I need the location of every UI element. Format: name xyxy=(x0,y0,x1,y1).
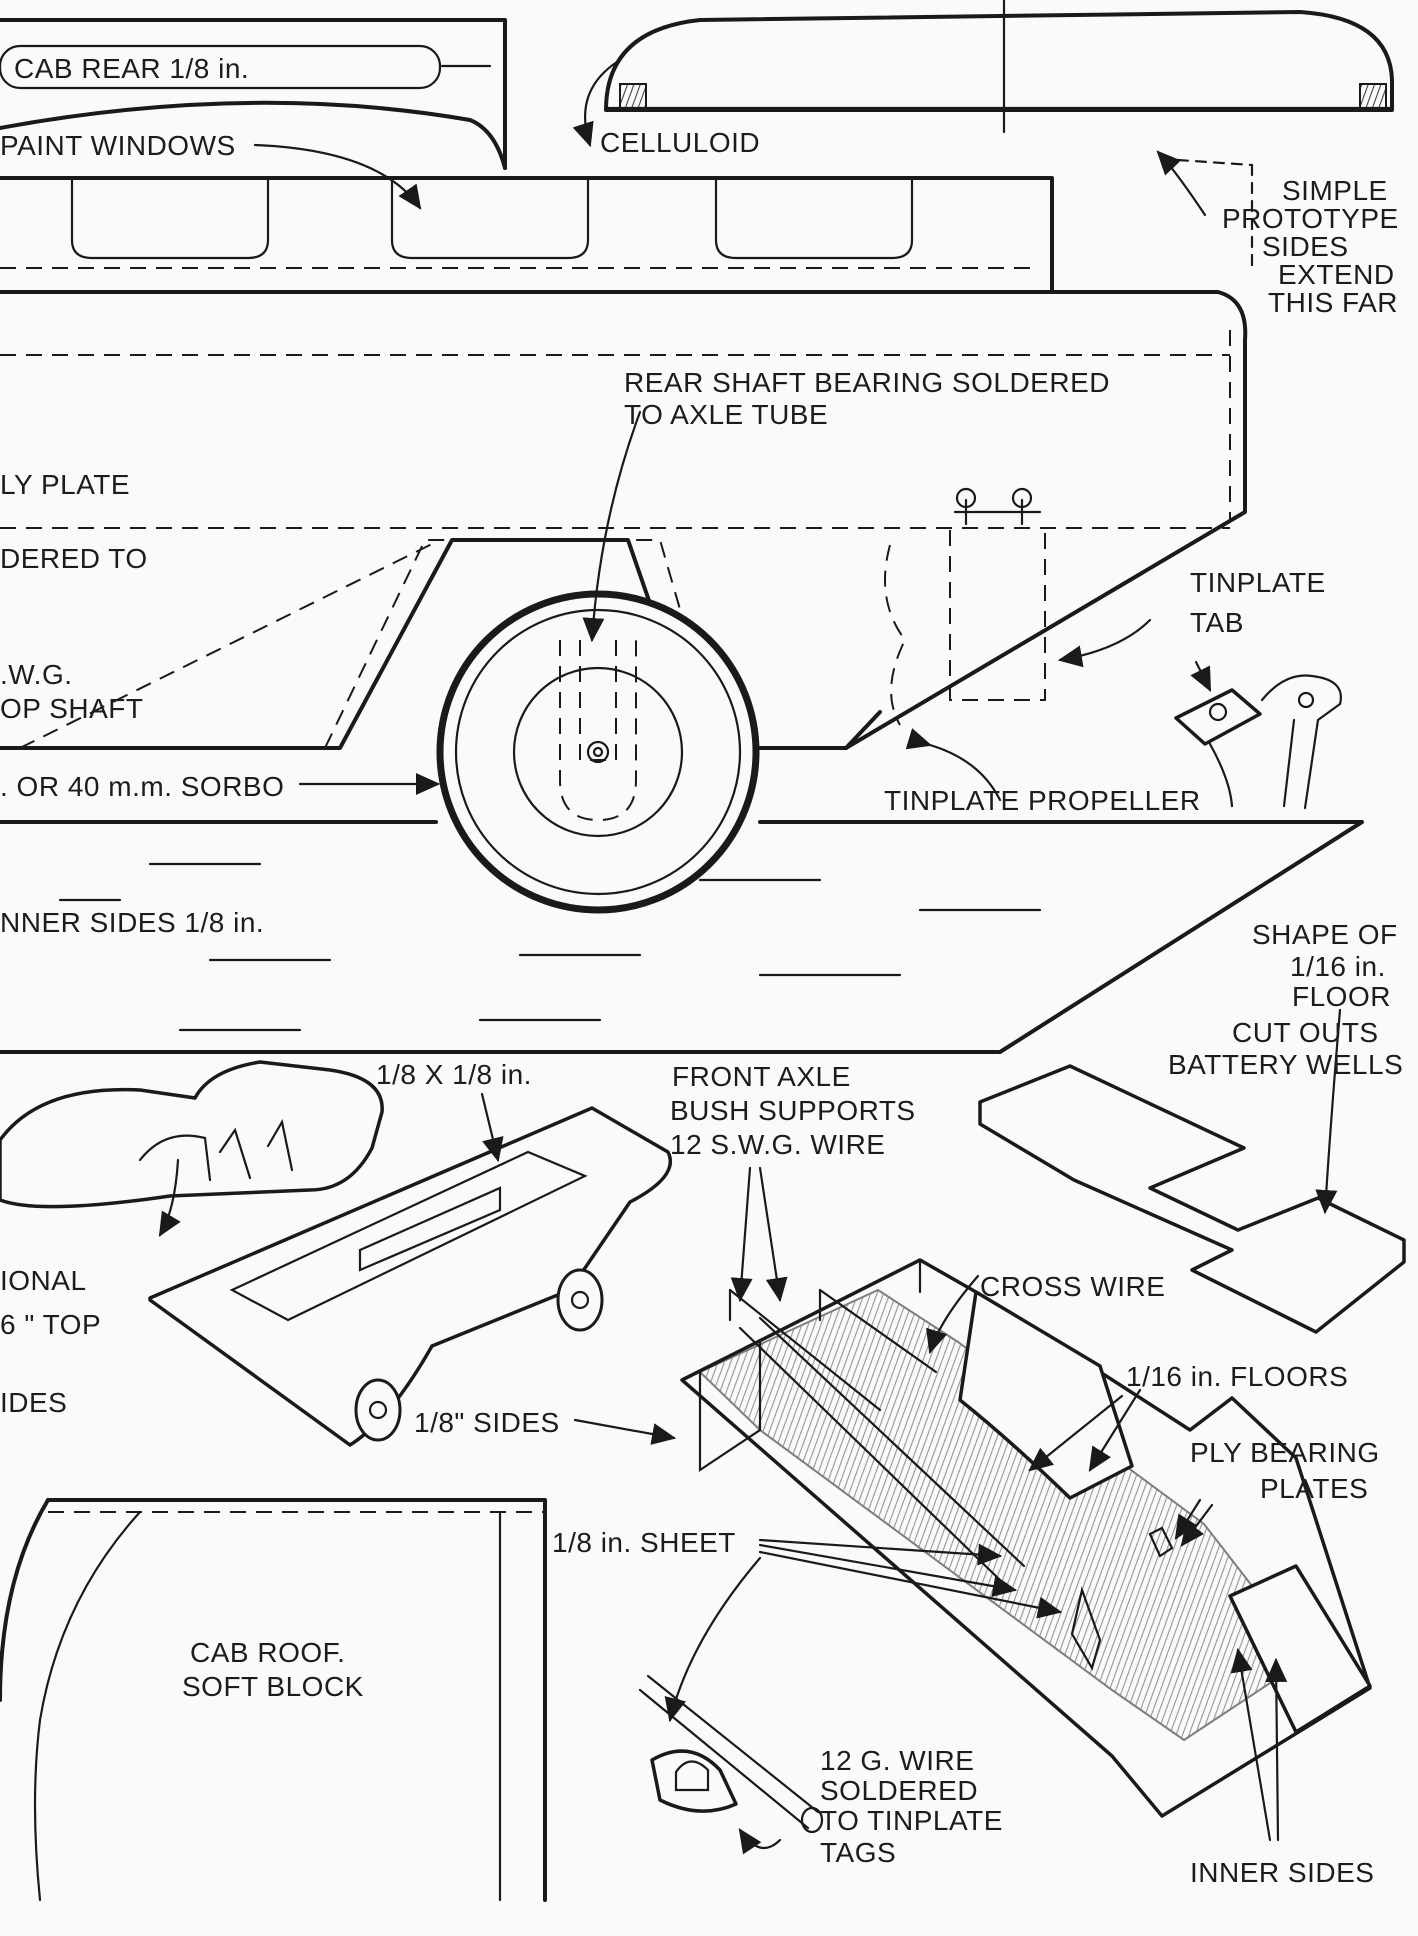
label-wire-soldered-4: TAGS xyxy=(820,1837,896,1868)
label-ply-bearing-1: PLY BEARING xyxy=(1190,1437,1380,1468)
label-rear-shaft-1: REAR SHAFT BEARING SOLDERED xyxy=(624,367,1110,398)
chassis-perspective xyxy=(0,1060,677,1447)
label-optional-2: 6 " TOP xyxy=(0,1309,101,1340)
label-ply-plate: LY PLATE xyxy=(0,469,130,500)
label-eighth-by-eighth: 1/8 X 1/8 in. xyxy=(376,1059,532,1090)
label-simple-prototype-2: PROTOTYPE xyxy=(1222,203,1399,234)
label-shape-of-floor-4: CUT OUTS xyxy=(1232,1017,1379,1048)
label-swg: .W.G. xyxy=(0,659,73,690)
label-simple-prototype-1: SIMPLE xyxy=(1282,175,1388,206)
label-inner-sides-top: NNER SIDES 1/8 in. xyxy=(0,907,264,938)
label-celluloid: CELLULOID xyxy=(600,127,760,158)
cab-roof-block xyxy=(0,1498,547,1902)
label-simple-prototype-5: THIS FAR xyxy=(1268,287,1398,318)
rear-wheel xyxy=(436,590,760,914)
label-sorbo: . OR 40 m.m. SORBO xyxy=(0,771,284,802)
label-front-axle-3: 12 S.W.G. WIRE xyxy=(670,1129,885,1160)
cab-rear-part xyxy=(0,18,507,170)
label-rear-shaft-2: TO AXLE TUBE xyxy=(624,399,828,430)
floor-cutout xyxy=(978,1008,1406,1334)
label-wire-soldered-1: 12 G. WIRE xyxy=(820,1745,974,1776)
floor-assembly xyxy=(638,1166,1372,1855)
label-eighth-sheet: 1/8 in. SHEET xyxy=(552,1527,736,1558)
celluloid-canopy xyxy=(572,0,1394,148)
label-wire-soldered-2: SOLDERED xyxy=(820,1775,978,1806)
label-shape-of-floor-3: FLOOR xyxy=(1292,981,1391,1012)
label-eighth-sides: 1/8" SIDES xyxy=(414,1407,560,1438)
label-optional-1: IONAL xyxy=(0,1265,87,1296)
label-sixteenth-floors: 1/16 in. FLOORS xyxy=(1126,1361,1348,1392)
label-front-axle-2: BUSH SUPPORTS xyxy=(670,1095,916,1126)
label-shape-of-floor-2: 1/16 in. xyxy=(1290,951,1386,982)
label-tinplate-tab-2: TAB xyxy=(1190,607,1244,638)
side-elevation xyxy=(0,143,1364,1054)
label-wire-soldered-3: TO TINPLATE xyxy=(820,1805,1003,1836)
label-soldered-to: DERED TO xyxy=(0,543,148,574)
label-sides-cut: IDES xyxy=(0,1387,67,1418)
label-ply-bearing-2: PLATES xyxy=(1260,1473,1368,1504)
label-cab-roof-1: CAB ROOF. xyxy=(190,1637,345,1668)
label-paint-windows: PAINT WINDOWS xyxy=(0,130,236,161)
label-simple-prototype-4: EXTEND xyxy=(1278,259,1395,290)
label-shape-of-floor-1: SHAPE OF xyxy=(1252,919,1398,950)
label-tinplate-propeller: TINPLATE PROPELLER xyxy=(884,785,1201,816)
label-tinplate-tab-1: TINPLATE xyxy=(1190,567,1326,598)
label-inner-sides-bottom: INNER SIDES xyxy=(1190,1857,1374,1888)
annotations: CAB REAR 1/8 in. PAINT WINDOWS CELLULOID… xyxy=(0,53,1403,1888)
label-shape-of-floor-5: BATTERY WELLS xyxy=(1168,1049,1403,1080)
label-front-axle-1: FRONT AXLE xyxy=(672,1061,851,1092)
label-cross-wire: CROSS WIRE xyxy=(980,1271,1165,1302)
label-simple-prototype-3: SIDES xyxy=(1262,231,1349,262)
label-cab-roof-2: SOFT BLOCK xyxy=(182,1671,364,1702)
base-sketch-lines xyxy=(58,862,1042,1032)
label-cab-rear: CAB REAR 1/8 in. xyxy=(14,53,249,84)
label-prop-shaft: OP SHAFT xyxy=(0,693,144,724)
